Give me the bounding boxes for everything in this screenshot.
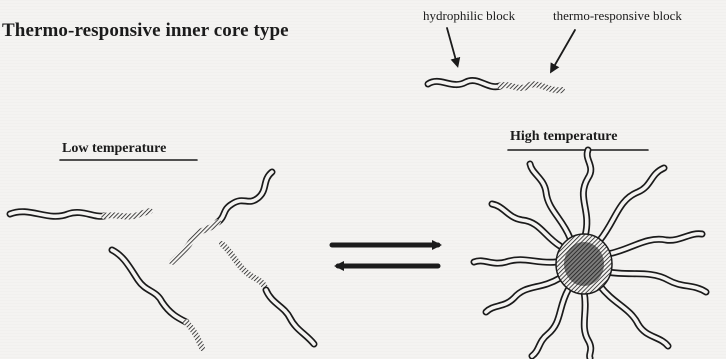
legend-thermo-segment (500, 84, 562, 90)
unimer-chain-1 (10, 211, 150, 217)
hydrophilic-pointer-arrow (447, 28, 457, 64)
unimer-chain-2 (172, 172, 272, 262)
legend-polymer-chain (428, 80, 562, 90)
thermo-pointer-arrow (552, 30, 575, 70)
unimer-chain-4 (222, 244, 314, 344)
unimer-chain-3 (112, 250, 202, 348)
